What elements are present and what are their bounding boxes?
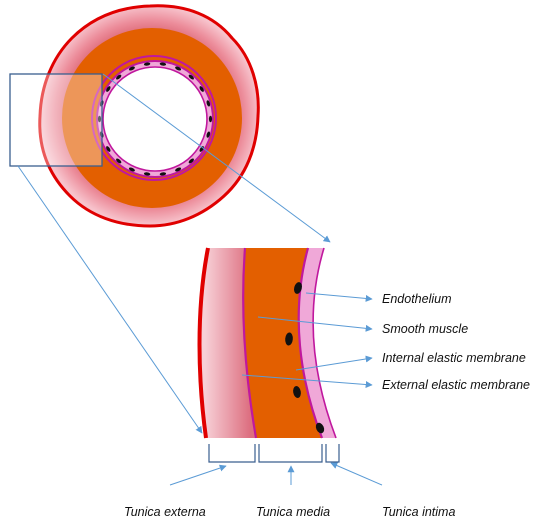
magnified-wall [197,247,337,439]
nucleus [315,422,325,434]
endothelial-nucleus [175,167,182,172]
adventitia-outer-edge [197,247,210,439]
endothelial-nucleus [199,86,204,92]
tunica-media-bracket [258,444,323,463]
zoom-box [9,73,103,167]
endothelium-edge [312,247,337,439]
endothelial-nucleus [106,146,111,152]
endothelial-nucleus [188,74,194,80]
nucleus [293,386,301,398]
external-elastic-membrane [242,247,258,439]
nucleus [285,332,293,346]
endothelial-nucleus [116,74,122,80]
endothelium-pointer [305,292,373,302]
endothelial-nucleus [143,62,151,66]
artery-cross-section [38,4,260,228]
endothelial-nucleus [143,172,151,176]
endothelial-nucleus [208,115,213,123]
label-external-elastic-membrane: External elastic membrane [382,378,530,392]
tunica-externa-segment [199,248,256,438]
tunica-intima-bracket [325,444,340,463]
endothelial-nucleus [116,158,122,164]
endothelial-nucleus [206,100,211,107]
zoom-line-bottom [17,165,203,434]
endothelial-nucleus [128,167,135,172]
label-tunica-externa: Tunica externa [124,505,206,519]
endothelial-nucleus [128,66,135,71]
label-endothelium: Endothelium [382,292,452,306]
tunica-externa-pointer [169,464,227,486]
endothelial-nucleus [159,62,167,66]
zoom-line-top [102,73,331,243]
tunica-externa-bracket [208,444,256,463]
endothelial-nucleus [206,131,211,138]
internal-elastic-membrane [297,247,324,439]
nucleus [294,282,302,294]
smooth-muscle-pointer [257,316,373,332]
endothelial-nucleus [106,86,111,92]
label-tunica-media: Tunica media [256,505,330,519]
endothelial-nucleus [97,115,102,123]
label-tunica-intima: Tunica intima [382,505,455,519]
endothelial-nucleus [175,66,182,71]
tunica-intima-pointer [330,462,383,486]
endothelial-nucleus [159,172,167,176]
lumen [102,66,208,172]
internal-elastic-pointer [295,355,373,371]
label-internal-elastic-membrane: Internal elastic membrane [382,351,526,365]
tunica-media-segment [243,248,322,438]
endothelial-nucleus [188,158,194,164]
label-smooth-muscle: Smooth muscle [382,322,468,336]
pointer-lines [17,73,383,486]
layer-brackets [208,444,340,463]
external-elastic-pointer [241,374,373,389]
